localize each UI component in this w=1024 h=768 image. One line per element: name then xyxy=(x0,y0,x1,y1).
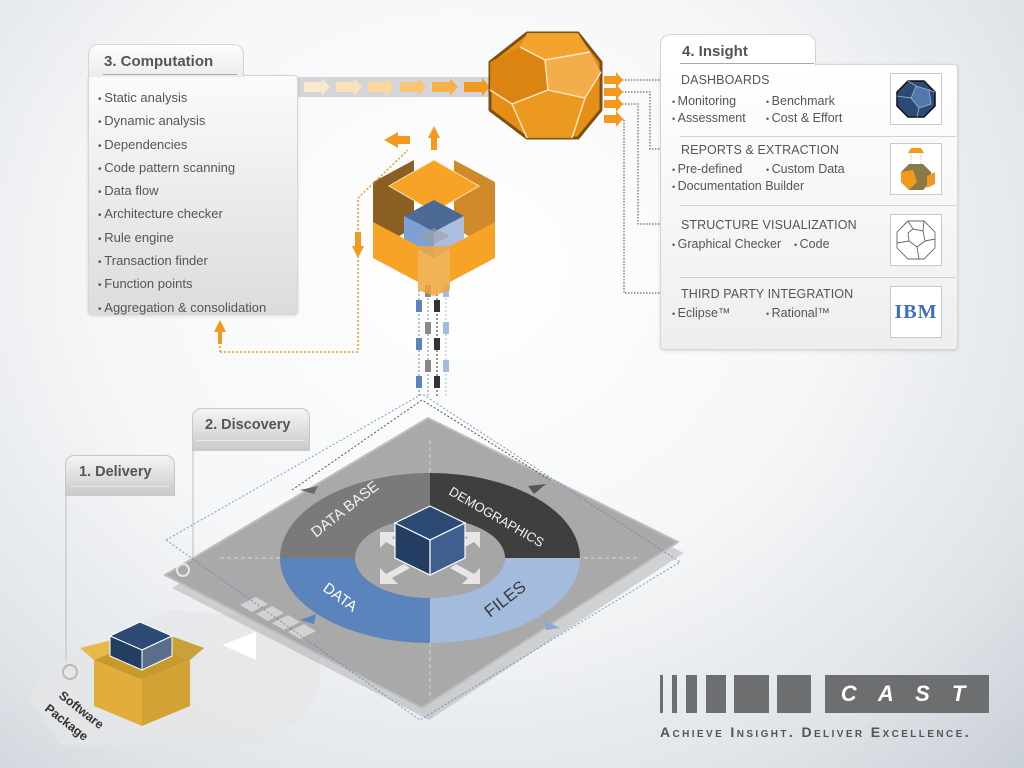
list-item: Code xyxy=(794,237,830,251)
feedback-loop-path xyxy=(220,149,409,353)
computation-title: 3. Computation xyxy=(104,53,214,70)
insight-tab xyxy=(660,34,816,66)
third-party-heading: THIRD PARTY INTEGRATION xyxy=(681,287,854,301)
list-item: Documentation Builder xyxy=(672,179,804,193)
board-slots xyxy=(240,597,316,639)
board-ring-icon xyxy=(176,563,190,577)
computation-list: Static analysis Dynamic analysis Depende… xyxy=(98,87,266,320)
play-arrow-icon xyxy=(222,632,256,660)
delivery-tab xyxy=(65,455,175,496)
list-item: Data flow xyxy=(98,180,266,203)
discovery-cube-icon xyxy=(393,505,467,576)
structure-thumbnail xyxy=(890,214,942,266)
computation-tab xyxy=(88,44,244,77)
wheel-segment-files xyxy=(430,558,580,643)
list-item: Dependencies xyxy=(98,134,266,157)
files-out-arrow-icon xyxy=(544,620,560,630)
list-item: Rule engine xyxy=(98,227,266,250)
list-item: Function points xyxy=(98,273,266,296)
loop-left-arrow-icon xyxy=(384,132,398,148)
exploded-orange-polyhedron-icon xyxy=(901,148,935,190)
discovery-title: 2. Discovery xyxy=(205,417,291,433)
software-package-icon xyxy=(80,621,204,726)
list-item: Pre-defined xyxy=(672,162,743,176)
list-item: Custom Data xyxy=(766,162,845,176)
discovery-boundary xyxy=(165,393,681,721)
wheel-segment-database xyxy=(280,473,430,558)
list-item: Aggregation & consolidation xyxy=(98,297,266,320)
data-out-arrow-icon xyxy=(300,614,316,624)
wireframe-polyhedron-icon xyxy=(896,220,936,260)
data-streams xyxy=(416,285,449,396)
list-item: Transaction finder xyxy=(98,250,266,273)
insight-divider xyxy=(680,205,956,206)
list-item: Static analysis xyxy=(98,87,266,110)
list-item: Architecture checker xyxy=(98,203,266,226)
delivery-title-rule xyxy=(70,486,170,487)
structure-heading: STRUCTURE VISUALIZATION xyxy=(681,218,857,232)
list-item: Code pattern scanning xyxy=(98,157,266,180)
list-item: Eclipse™ xyxy=(672,306,731,320)
list-item: Graphical Checker xyxy=(672,237,782,251)
database-out-arrow-icon xyxy=(300,486,318,494)
list-item: Dynamic analysis xyxy=(98,110,266,133)
brand-tagline: Achieve Insight. Deliver Excellence. xyxy=(660,724,971,740)
discovery-tab xyxy=(192,408,310,451)
ibm-thumbnail: IBM xyxy=(890,286,942,338)
list-item: Rational™ xyxy=(766,306,830,320)
loop-down-arrow-icon xyxy=(352,246,364,258)
insight-divider xyxy=(680,136,956,137)
insight-out-arrows xyxy=(604,72,623,127)
tray-ring-icon xyxy=(62,664,78,680)
ibm-logo-icon: IBM xyxy=(894,300,938,323)
loop-up-arrow-icon xyxy=(214,320,226,344)
insight-polyhedron-icon xyxy=(488,31,603,140)
list-item: Assessment xyxy=(672,111,746,125)
pipeline-arrows xyxy=(304,78,490,96)
wheel-segment-demographics xyxy=(430,473,580,558)
dashboards-thumbnail xyxy=(890,73,942,125)
delivery-title: 1. Delivery xyxy=(79,464,152,480)
cast-wordmark: C A S T xyxy=(840,681,974,706)
wheel-segment-data xyxy=(280,558,430,643)
list-item: Monitoring xyxy=(672,94,736,108)
blue-polyhedron-icon xyxy=(896,80,936,118)
dashboards-heading: DASHBOARDS xyxy=(681,73,770,87)
reports-thumbnail xyxy=(890,143,942,195)
list-item: Cost & Effort xyxy=(766,111,843,125)
demographics-out-arrow-icon xyxy=(528,484,546,494)
list-item: Benchmark xyxy=(766,94,835,108)
insight-divider xyxy=(680,277,956,278)
computation-cube-icon xyxy=(373,159,495,296)
insight-title-rule xyxy=(680,63,814,64)
insight-title: 4. Insight xyxy=(682,43,748,60)
cast-wordmark-box: C A S T xyxy=(825,675,989,713)
reports-heading: REPORTS & EXTRACTION xyxy=(681,143,840,157)
discovery-title-rule xyxy=(196,440,304,441)
computation-title-rule xyxy=(103,74,237,75)
discovery-link-dark xyxy=(291,399,551,491)
loop-top-arrow-icon xyxy=(428,126,440,138)
